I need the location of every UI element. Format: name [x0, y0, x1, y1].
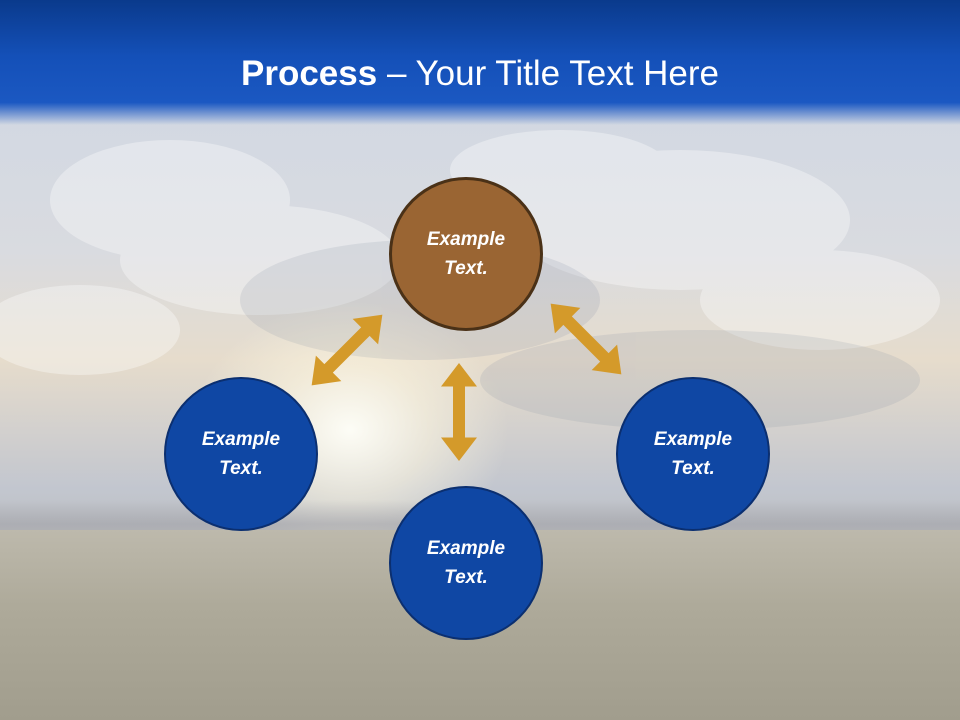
title-bar: [0, 0, 960, 125]
title-rest: Your Title Text Here: [415, 54, 720, 93]
process-node-bottom[interactable]: Example Text.: [389, 486, 543, 640]
node-left-text: Example Text.: [201, 429, 281, 479]
node-top-text: Example Text.: [426, 229, 506, 279]
node-right-text: Example Text.: [653, 429, 733, 479]
process-node-left[interactable]: Example Text.: [164, 377, 318, 531]
process-node-right[interactable]: Example Text.: [616, 377, 770, 531]
node-bottom-text: Example Text.: [426, 538, 506, 588]
process-node-top[interactable]: Example Text.: [389, 177, 543, 331]
double-arrow-icon: [298, 301, 396, 399]
double-arrow-icon: [537, 290, 635, 388]
title-separator: –: [377, 54, 416, 93]
title-bold: Process: [241, 54, 378, 93]
double-arrow-icon: [441, 363, 477, 461]
slide-title: Process – Your Title Text Here: [0, 52, 960, 96]
